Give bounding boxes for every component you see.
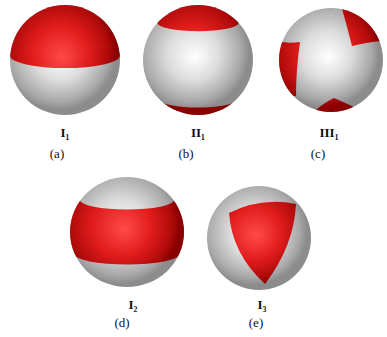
- configuration-label: III₁: [319, 126, 338, 140]
- configuration-label: I₂: [129, 298, 138, 312]
- red-patch: [5, 0, 125, 68]
- sphere: [5, 0, 125, 115]
- panel-letter: (a): [50, 147, 64, 161]
- red-patch: [138, 0, 258, 31]
- red-patch: [65, 200, 189, 265]
- sphere-body: [207, 186, 311, 290]
- sphere: [270, 2, 387, 118]
- sphere: [65, 177, 189, 287]
- red-patch: [138, 100, 258, 120]
- red-patch: [229, 202, 296, 284]
- panel-letter: (e): [249, 316, 263, 330]
- configuration-label: II₁: [191, 126, 205, 140]
- panel-letter: (b): [178, 147, 193, 161]
- red-patch: [340, 2, 387, 46]
- configuration-label: I₃: [258, 298, 267, 312]
- panel-letter: (c): [311, 147, 325, 161]
- configuration-label: I₁: [61, 126, 70, 140]
- red-patch: [270, 40, 300, 100]
- sphere: [207, 186, 311, 290]
- red-patch: [308, 98, 364, 118]
- sphere: [138, 0, 258, 120]
- panel-letter: (d): [114, 316, 129, 330]
